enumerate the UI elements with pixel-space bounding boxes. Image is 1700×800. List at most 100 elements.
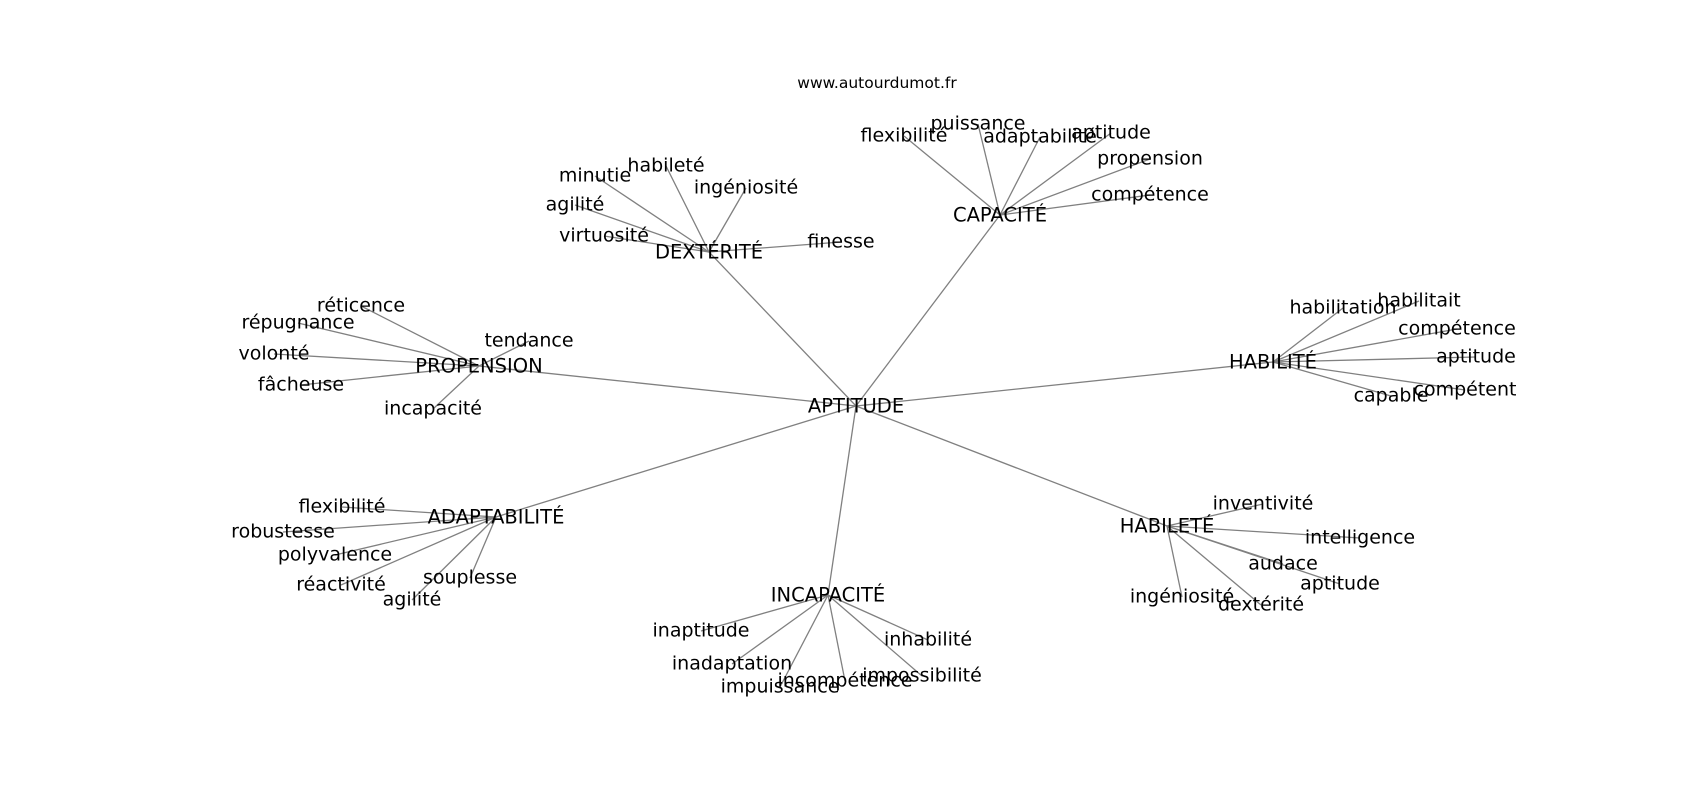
node-hub-propension[interactable]: PROPENSION bbox=[415, 354, 543, 378]
edge-root-adaptabilite bbox=[495, 405, 857, 518]
edge-root-dexterite bbox=[708, 251, 857, 407]
edge-root-habilete bbox=[855, 405, 1168, 527]
edge-habilite-1-capable bbox=[1272, 361, 1392, 397]
watermark-text: www.autourdumot.fr bbox=[797, 74, 957, 92]
node-hub-incapacite[interactable]: INCAPACITÉ bbox=[770, 583, 886, 607]
node-capacite-propension[interactable]: propension bbox=[1097, 147, 1203, 170]
edge-propension-tendance bbox=[478, 340, 530, 367]
node-habilite-1-habilitation[interactable]: habilitation bbox=[1289, 296, 1397, 319]
edge-root-habilite-1 bbox=[855, 361, 1274, 407]
node-hub-habilite-1[interactable]: HABILITÉ bbox=[1229, 350, 1317, 374]
node-incapacite-inaptitude[interactable]: inaptitude bbox=[652, 619, 750, 642]
edge-habilite-1-habilitait bbox=[1272, 300, 1420, 363]
node-habilite-1-competence[interactable]: compétence bbox=[1398, 317, 1516, 340]
edge-dexterite-ingeniosite bbox=[708, 187, 747, 253]
node-propension-facheuse[interactable]: fâcheuse bbox=[257, 373, 345, 396]
edge-incapacite-incompetence bbox=[827, 594, 846, 682]
node-habilete-ingeniosite[interactable]: ingéniosité bbox=[1129, 585, 1235, 608]
node-hub-adaptabilite[interactable]: ADAPTABILITÉ bbox=[427, 505, 565, 529]
edge-habilete-ingeniosite bbox=[1166, 525, 1183, 598]
edge-capacite-competence bbox=[999, 194, 1151, 216]
edge-propension-repugnance bbox=[297, 322, 480, 367]
node-dexterite-agilite[interactable]: agilité bbox=[545, 193, 605, 216]
node-capacite-aptitude[interactable]: aptitude bbox=[1071, 121, 1151, 144]
node-incapacite-impossibilite[interactable]: impossibilité bbox=[862, 664, 982, 687]
node-incapacite-impuissance[interactable]: impuissance bbox=[720, 675, 840, 698]
edge-habilite-1-aptitude bbox=[1272, 356, 1477, 363]
edge-root-capacite bbox=[855, 214, 1001, 407]
node-propension-repugnance[interactable]: répugnance bbox=[241, 311, 355, 334]
node-habilete-audace[interactable]: audace bbox=[1248, 552, 1318, 575]
edge-root-propension bbox=[478, 365, 857, 407]
edge-habilite-1-competent bbox=[1272, 361, 1466, 391]
edge-habilete-aptitude bbox=[1166, 525, 1341, 585]
edge-incapacite-impuissance bbox=[779, 594, 829, 688]
node-adaptabilite-robustesse[interactable]: robustesse bbox=[231, 520, 335, 543]
node-capacite-flexibilite[interactable]: flexibilité bbox=[860, 124, 948, 147]
node-propension-reticence[interactable]: réticence bbox=[316, 294, 406, 317]
edge-propension-volonte bbox=[273, 353, 480, 367]
node-root-aptitude[interactable]: APTITUDE bbox=[807, 394, 905, 418]
edge-habilite-1-competence bbox=[1272, 328, 1458, 363]
node-habilete-intelligence[interactable]: intelligence bbox=[1304, 526, 1416, 549]
node-habilite-1-competent[interactable]: compétent bbox=[1413, 378, 1517, 401]
node-propension-volonte[interactable]: volonté bbox=[238, 342, 310, 365]
node-dexterite-ingeniosite[interactable]: ingéniosité bbox=[693, 176, 799, 199]
edge-propension-facheuse bbox=[300, 365, 480, 386]
edge-dexterite-habilete bbox=[665, 165, 710, 253]
node-dexterite-minutie[interactable]: minutie bbox=[558, 164, 632, 187]
node-adaptabilite-polyvalence[interactable]: polyvalence bbox=[277, 543, 393, 566]
edge-incapacite-inaptitude bbox=[700, 594, 829, 632]
edge-adaptabilite-robustesse bbox=[282, 516, 497, 533]
edge-capacite-aptitude bbox=[999, 132, 1112, 216]
node-adaptabilite-flexibilite[interactable]: flexibilité bbox=[298, 495, 386, 518]
node-hub-capacite[interactable]: CAPACITÉ bbox=[952, 203, 1048, 227]
node-adaptabilite-agilite[interactable]: agilité bbox=[382, 588, 442, 611]
edge-capacite-puissance bbox=[977, 123, 1001, 216]
node-capacite-puissance[interactable]: puissance bbox=[930, 112, 1026, 135]
node-capacite-adaptabilite[interactable]: adaptabilité bbox=[983, 125, 1097, 148]
node-dexterite-habilete[interactable]: habileté bbox=[627, 154, 705, 177]
node-hub-habilete[interactable]: HABILETÉ bbox=[1119, 514, 1215, 538]
edge-habilete-inventivite bbox=[1166, 503, 1264, 527]
edge-capacite-propension bbox=[999, 158, 1151, 216]
node-habilite-1-aptitude[interactable]: aptitude bbox=[1436, 345, 1516, 368]
node-incapacite-inhabilite[interactable]: inhabilité bbox=[883, 628, 973, 651]
node-habilete-aptitude[interactable]: aptitude bbox=[1300, 572, 1380, 595]
edge-dexterite-finesse bbox=[708, 241, 842, 253]
node-propension-tendance[interactable]: tendance bbox=[484, 329, 574, 352]
edge-root-incapacite bbox=[827, 405, 857, 596]
edge-dexterite-minutie bbox=[594, 175, 710, 253]
edge-incapacite-impossibilite bbox=[827, 594, 923, 677]
edge-incapacite-inhabilite bbox=[827, 594, 929, 641]
node-hub-dexterite[interactable]: DEXTÉRITÉ bbox=[654, 240, 764, 264]
node-habilite-1-capable[interactable]: capable bbox=[1353, 384, 1429, 407]
edge-propension-incapacite bbox=[432, 365, 480, 410]
node-incapacite-inadaptation[interactable]: inadaptation bbox=[671, 652, 793, 675]
edge-adaptabilite-reactivite bbox=[340, 516, 497, 586]
node-habilite-1-habilitait[interactable]: habilitait bbox=[1377, 289, 1461, 312]
edge-adaptabilite-polyvalence bbox=[334, 516, 497, 556]
edge-habilete-dexterite bbox=[1166, 525, 1262, 606]
node-dexterite-finesse[interactable]: finesse bbox=[807, 230, 875, 253]
edge-adaptabilite-souplesse bbox=[469, 516, 497, 579]
edge-dexterite-virtuosite bbox=[603, 235, 710, 253]
node-capacite-competence[interactable]: compétence bbox=[1091, 183, 1209, 206]
edge-adaptabilite-agilite bbox=[411, 516, 497, 601]
edge-adaptabilite-flexibilite bbox=[341, 506, 497, 518]
edge-habilete-intelligence bbox=[1166, 525, 1361, 539]
edge-capacite-flexibilite bbox=[903, 135, 1001, 216]
edge-capacite-adaptabilite bbox=[999, 136, 1041, 216]
node-dexterite-virtuosite[interactable]: virtuosité bbox=[559, 224, 649, 247]
node-adaptabilite-reactivite[interactable]: réactivité bbox=[296, 573, 386, 596]
edge-habilite-1-habilitation bbox=[1272, 307, 1344, 363]
edge-dexterite-agilite bbox=[574, 204, 710, 253]
node-propension-incapacite[interactable]: incapacité bbox=[384, 397, 482, 420]
node-incapacite-incompetence[interactable]: incompétence bbox=[777, 669, 913, 692]
node-habilete-inventivite[interactable]: inventivité bbox=[1212, 492, 1314, 515]
node-adaptabilite-souplesse[interactable]: souplesse bbox=[422, 566, 518, 589]
edge-propension-reticence bbox=[360, 305, 480, 367]
node-habilete-dexterite[interactable]: dextérité bbox=[1217, 593, 1305, 616]
